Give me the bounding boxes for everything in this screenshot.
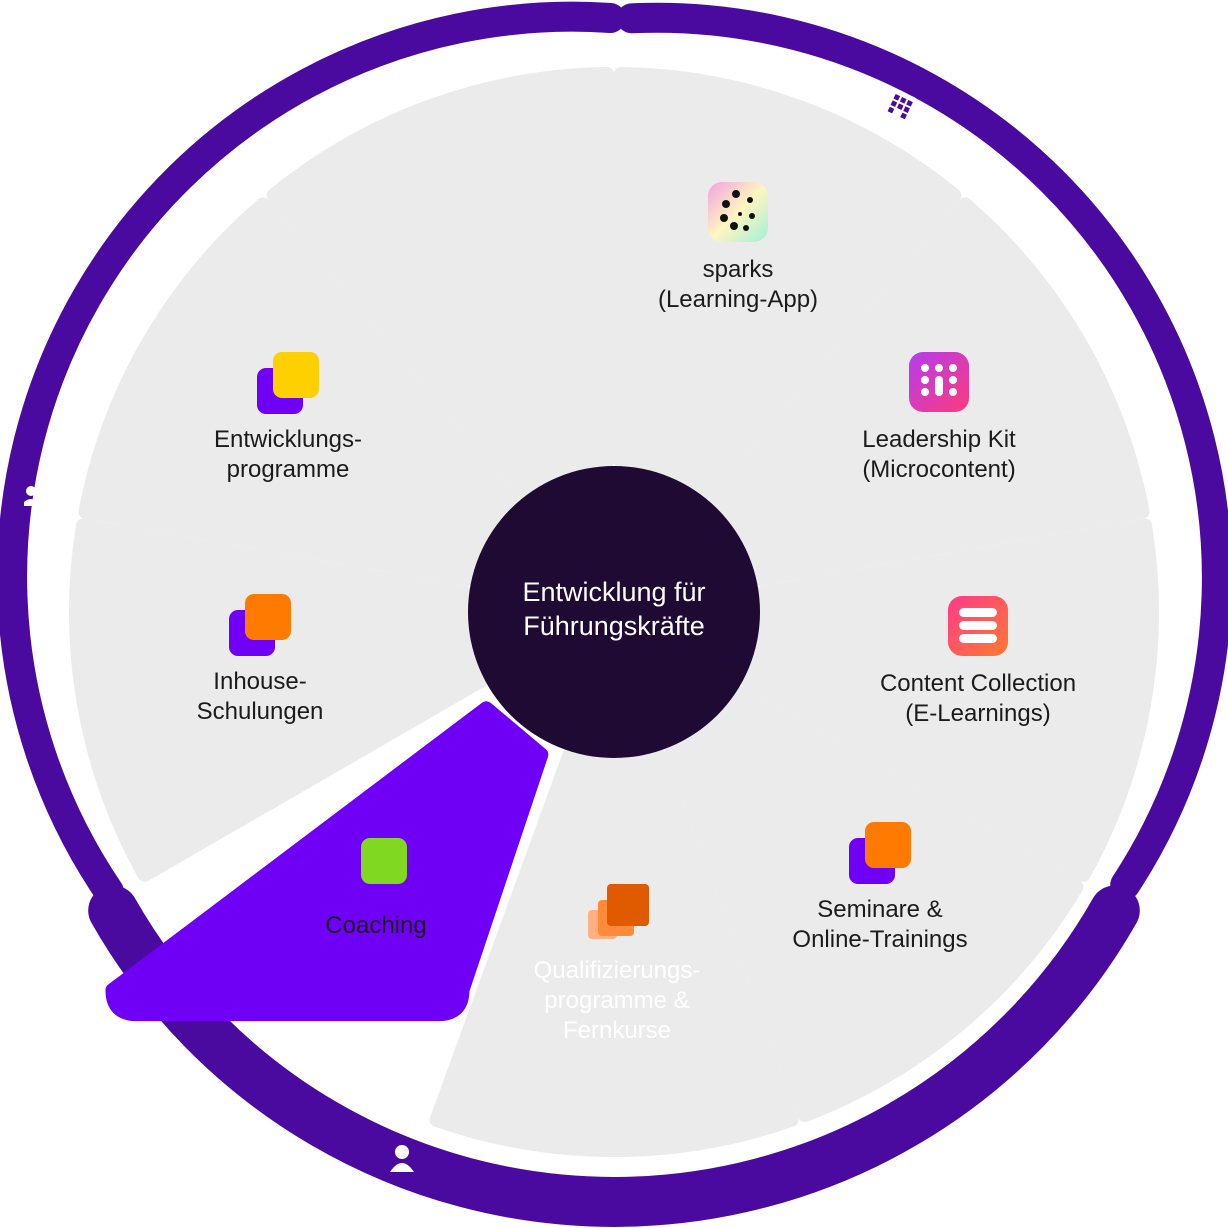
segment-shape <box>429 748 799 1157</box>
segment-label-line: programme & <box>544 987 689 1014</box>
segment-content-collection[interactable]: Content Collection (E-Learnings) <box>664 596 1084 1123</box>
segment-shape <box>664 685 1084 1123</box>
triple-stacked-squares-icon <box>588 884 649 939</box>
segment-shape <box>740 518 1159 882</box>
segment-label-line: Content Collection <box>880 670 1076 697</box>
leadership-kit-app-icon <box>909 352 969 412</box>
segment-label-line: Fernkurse <box>563 1017 671 1044</box>
segment-qualifizierung[interactable]: Qualifizierungs-programme & Fernkurse <box>105 701 701 1044</box>
segment-shape <box>266 67 615 500</box>
segment-label-line: Leadership Kit <box>862 426 1016 453</box>
center-title-line-2: Führungskräfte <box>523 611 705 641</box>
content-collection-app-icon <box>948 596 1008 656</box>
segment-label-line: Inhouse- <box>213 668 306 695</box>
stacked-squares-icon <box>257 352 319 414</box>
center-title-line-1: Entwicklung für <box>522 577 705 607</box>
segment-label-line: Qualifizierungs- <box>534 957 701 984</box>
ring-arc-left <box>0 1 626 907</box>
segment-shape <box>69 518 488 882</box>
segment-entwicklungsprogramme[interactable]: Entwicklungs-programme <box>214 67 615 500</box>
person-icon <box>390 1145 414 1172</box>
segment-label-line: (Learning-App) <box>658 286 818 313</box>
segment-label-line: (Microcontent) <box>862 456 1015 483</box>
segment-label-line: Entwicklungs- <box>214 426 362 453</box>
segment-seminare[interactable]: Seminare & Online-Trainings <box>429 748 968 1157</box>
segment-shape <box>105 701 549 1022</box>
segment-label-line: sparks <box>703 256 774 283</box>
segment-shape <box>613 67 962 500</box>
stacked-squares-icon <box>345 838 407 900</box>
buildings-icon <box>882 88 918 124</box>
segment-label-line: Coaching <box>325 912 426 939</box>
segment-label-line: programme <box>227 456 350 483</box>
segment-label-line: Online-Trainings <box>792 926 967 953</box>
group-icon <box>24 486 54 516</box>
center-hub: Entwicklung für Führungskräfte <box>468 466 760 758</box>
center-circle <box>468 466 760 758</box>
segments: Consultingsparks(Learning-App)Leadership… <box>69 67 1159 1157</box>
ring-arc-bottom <box>88 885 1140 1227</box>
segment-leadership-kit[interactable]: Leadership Kit (Microcontent) <box>740 352 1159 882</box>
segment-coaching[interactable]: Coaching <box>69 518 488 939</box>
segment-label-line: Schulungen <box>197 698 324 725</box>
ring-arc-right <box>616 2 1228 900</box>
segment-label-line: (E-Learnings) <box>905 700 1050 727</box>
sparks-app-icon <box>708 182 768 242</box>
segment-label-line: Seminare & <box>817 896 942 923</box>
stacked-squares-icon <box>849 822 911 884</box>
stacked-squares-icon <box>229 594 291 656</box>
